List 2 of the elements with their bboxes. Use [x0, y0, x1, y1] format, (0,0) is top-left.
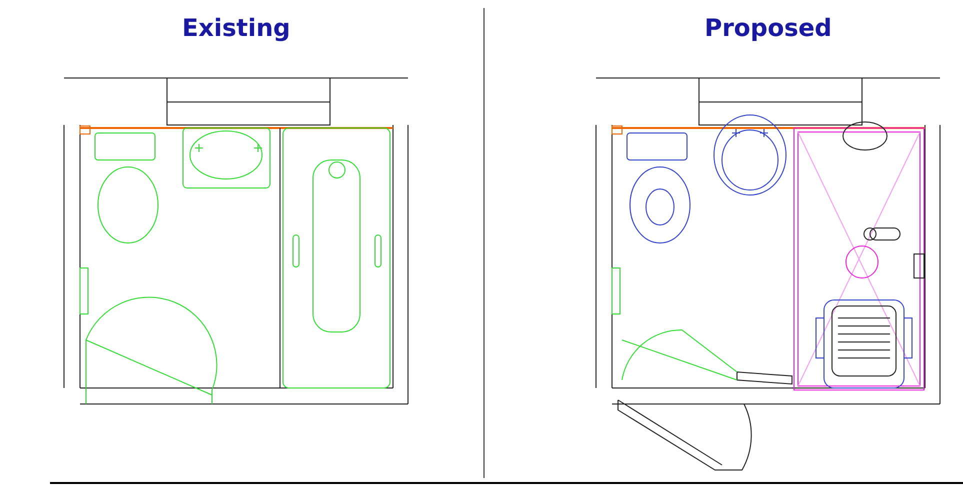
plan-heading: Proposed: [704, 14, 832, 42]
plan-heading: Existing: [182, 14, 290, 42]
